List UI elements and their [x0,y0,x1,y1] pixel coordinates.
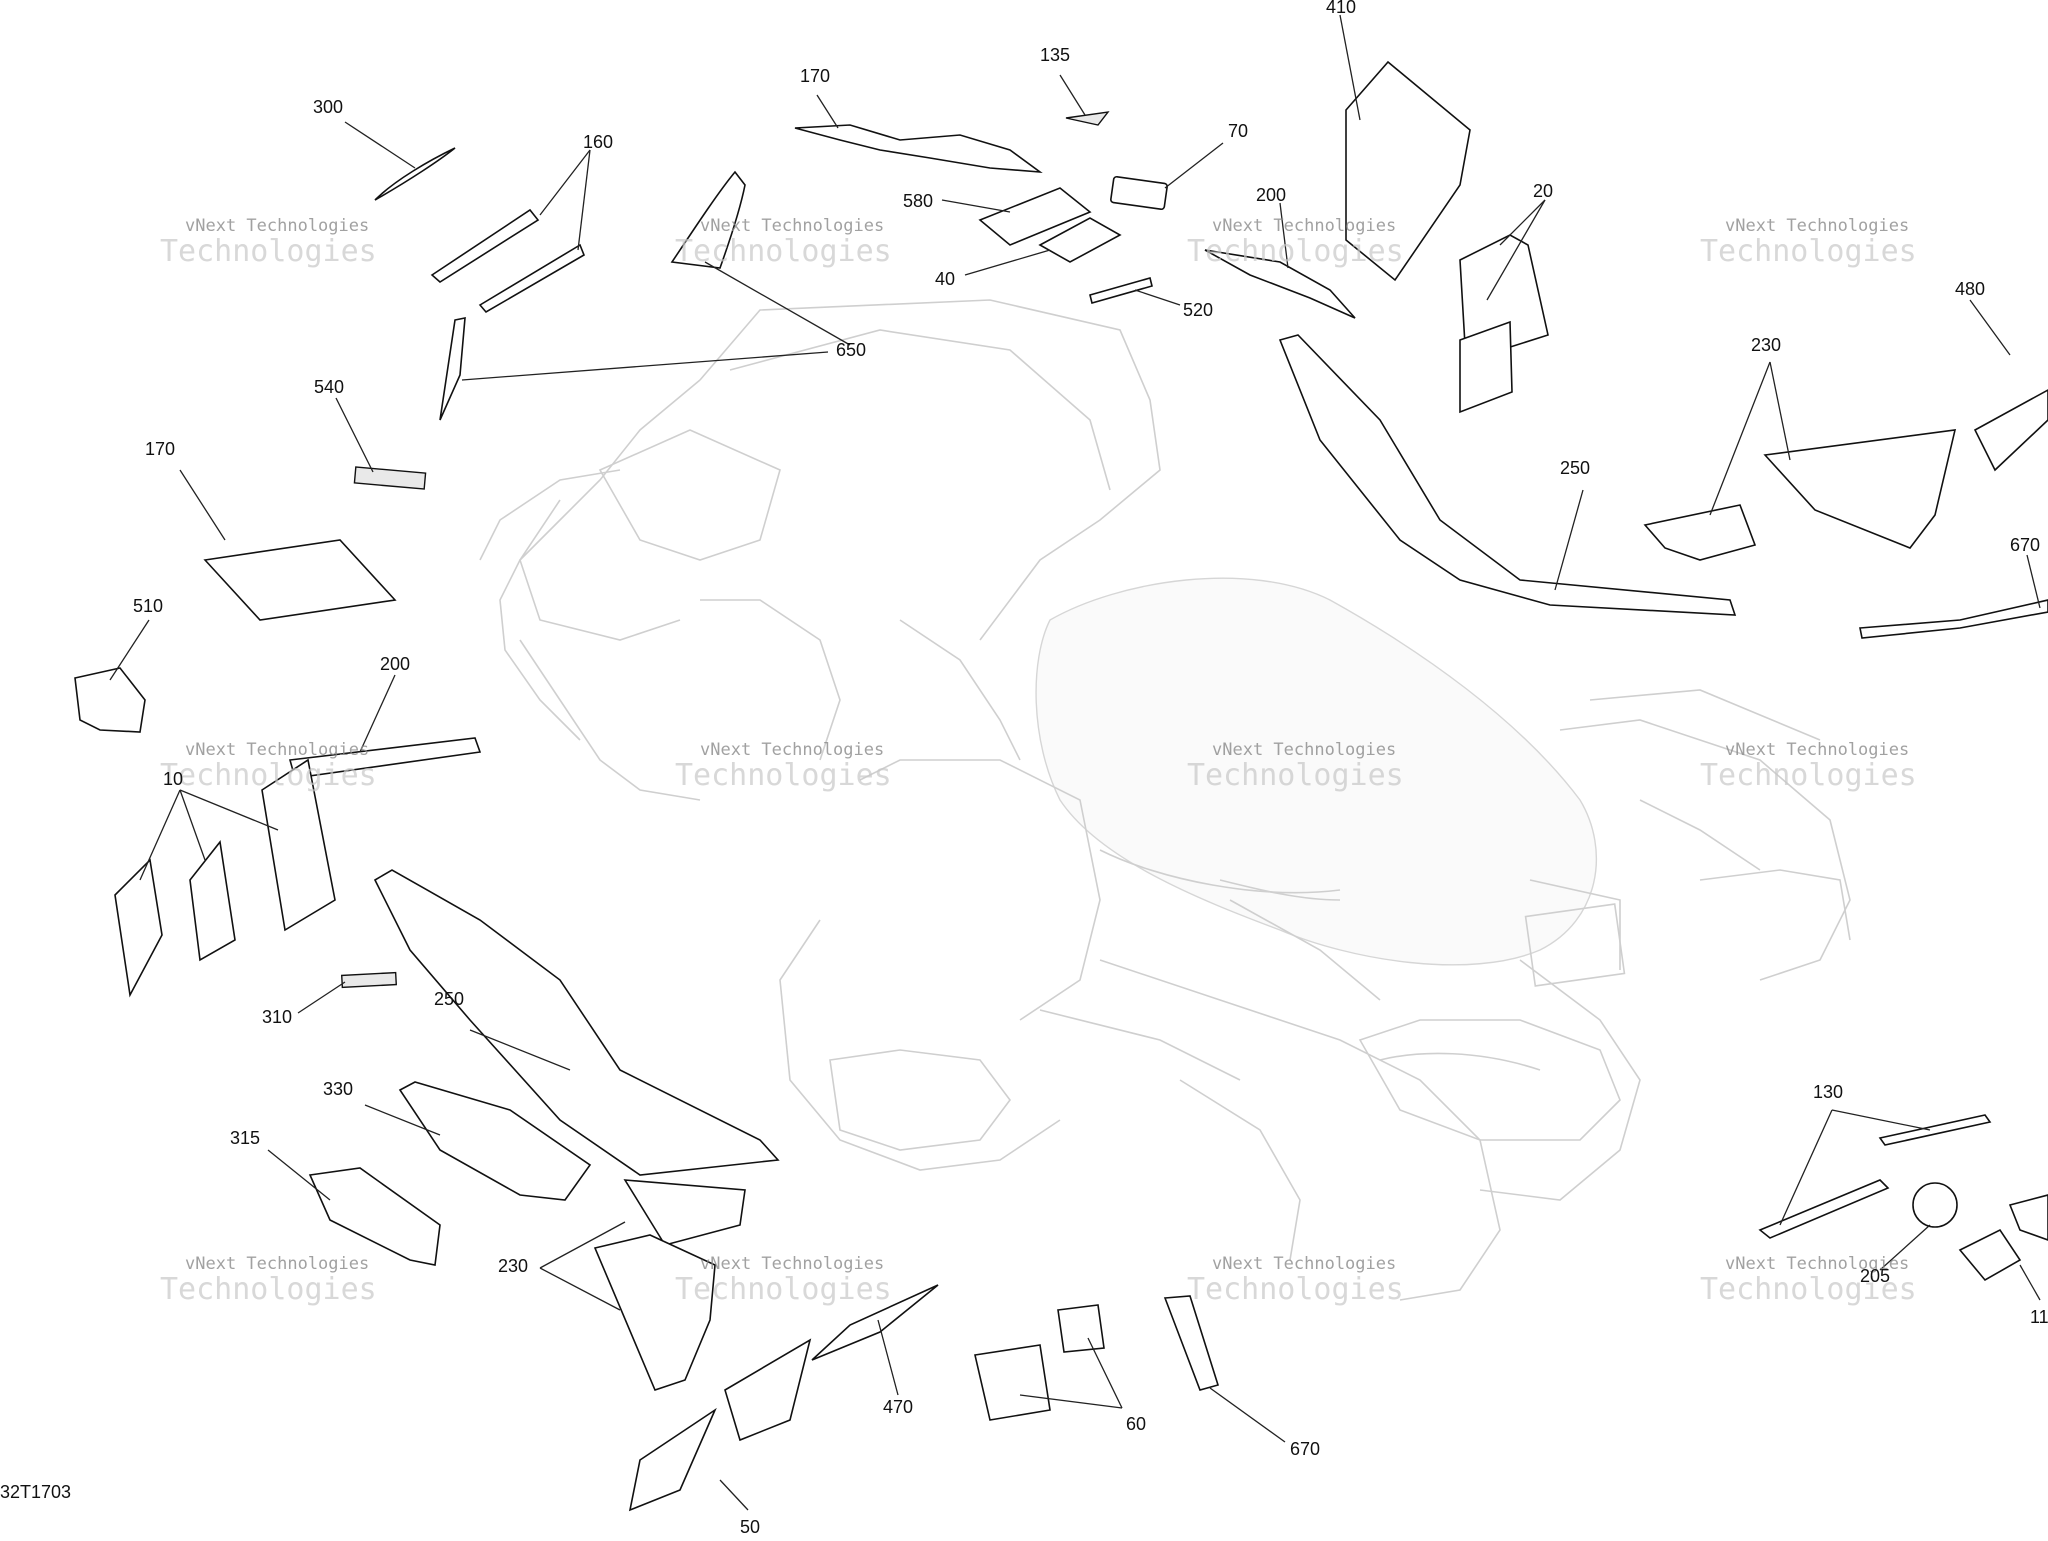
drawing-number: 32T1703 [0,1482,72,1502]
callout-520: 520 [1183,300,1214,320]
callout-170: 170 [145,439,176,459]
callout-410: 410 [1326,0,1357,17]
decals [74,60,2048,1512]
callout-330: 330 [323,1079,354,1099]
callout-170: 170 [800,66,831,86]
callout-470: 470 [883,1397,914,1417]
callout-580: 580 [903,191,934,211]
callout-310: 310 [262,1007,293,1027]
callout-230: 230 [1751,335,1782,355]
callout-135: 135 [1040,45,1071,65]
vehicle-outline [479,299,1851,1301]
callout-205: 205 [1860,1266,1891,1286]
callout-315: 315 [230,1128,261,1148]
callout-230: 230 [498,1256,529,1276]
callout-480: 480 [1955,279,1986,299]
callout-540: 540 [314,377,345,397]
callout-670: 670 [2010,535,2041,555]
callout-20: 20 [1533,181,1554,201]
callout-160: 160 [583,132,614,152]
callout-650: 650 [836,340,867,360]
leader-lines [109,14,2041,1511]
callout-60: 60 [1126,1414,1147,1434]
callout-200: 200 [1256,185,1287,205]
callout-11: 11 [2030,1307,2048,1327]
callout-50: 50 [740,1517,761,1537]
callout-200: 200 [380,654,411,674]
callout-10: 10 [163,769,184,789]
callout-40: 40 [935,269,956,289]
callout-300: 300 [313,97,344,117]
callout-670: 670 [1290,1439,1321,1459]
callout-130: 130 [1813,1082,1844,1102]
callout-250: 250 [434,989,465,1009]
callout-510: 510 [133,596,164,616]
callout-250: 250 [1560,458,1591,478]
callout-70: 70 [1228,121,1249,141]
